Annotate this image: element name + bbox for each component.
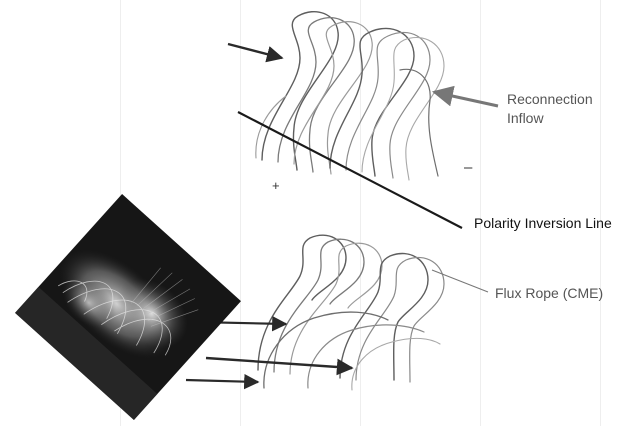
lower-field-line-4 xyxy=(340,253,428,380)
upper-field-line-2 xyxy=(278,18,354,172)
reconnection-inflow-label: Reconnection Inflow xyxy=(507,90,593,128)
flux-rope-pointer-line xyxy=(432,270,488,292)
solar-corona-photo xyxy=(15,194,241,420)
polarity-inversion-line-label: Polarity Inversion Line xyxy=(474,214,612,233)
lower-field-line-7 xyxy=(308,325,424,388)
reconnection-label-line1: Reconnection xyxy=(507,90,593,109)
reconnection-pointer-arrow xyxy=(434,92,498,106)
lower-field-line-8 xyxy=(352,338,440,390)
photo-arrow-2 xyxy=(206,358,352,368)
upper-field-line-8 xyxy=(256,96,286,158)
upper-field-lines xyxy=(256,12,444,180)
flux-rope-label: Flux Rope (CME) xyxy=(495,284,603,303)
reconnection-label-line2: Inflow xyxy=(507,109,593,128)
positive-polarity-sign: + xyxy=(272,176,280,195)
photo-arrow-3 xyxy=(186,380,258,382)
polarity-inversion-line xyxy=(238,112,462,228)
negative-polarity-sign: – xyxy=(464,158,472,177)
upper-field-line-6 xyxy=(362,38,444,180)
inflow-arrow-top xyxy=(228,44,282,58)
